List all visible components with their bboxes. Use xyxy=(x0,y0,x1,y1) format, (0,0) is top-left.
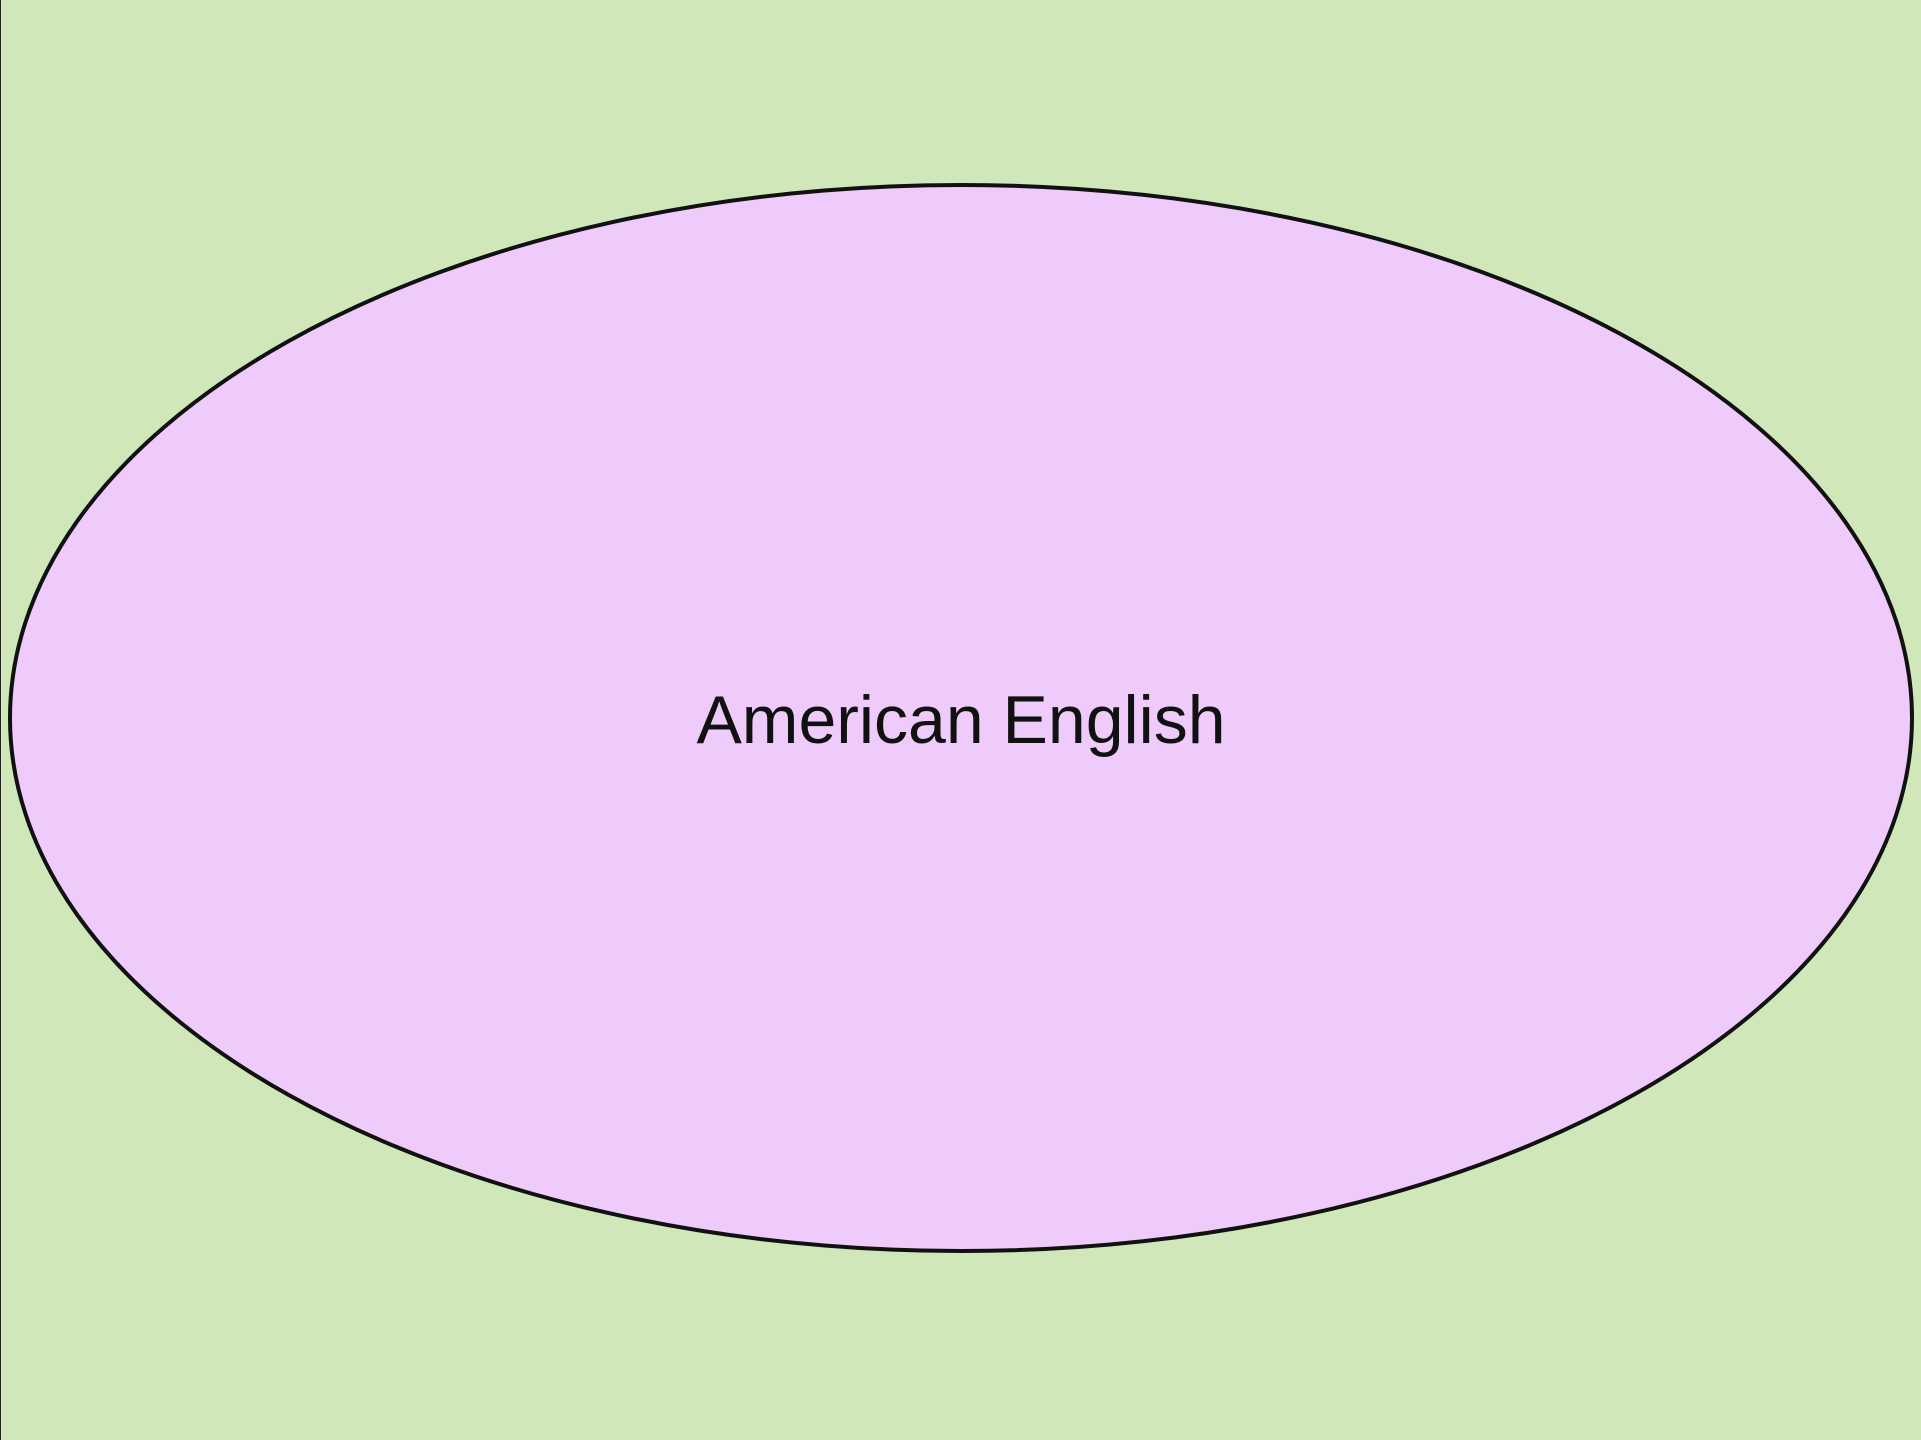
american-english-ellipse xyxy=(8,183,1914,1253)
ellipse-label: American English xyxy=(696,682,1225,758)
